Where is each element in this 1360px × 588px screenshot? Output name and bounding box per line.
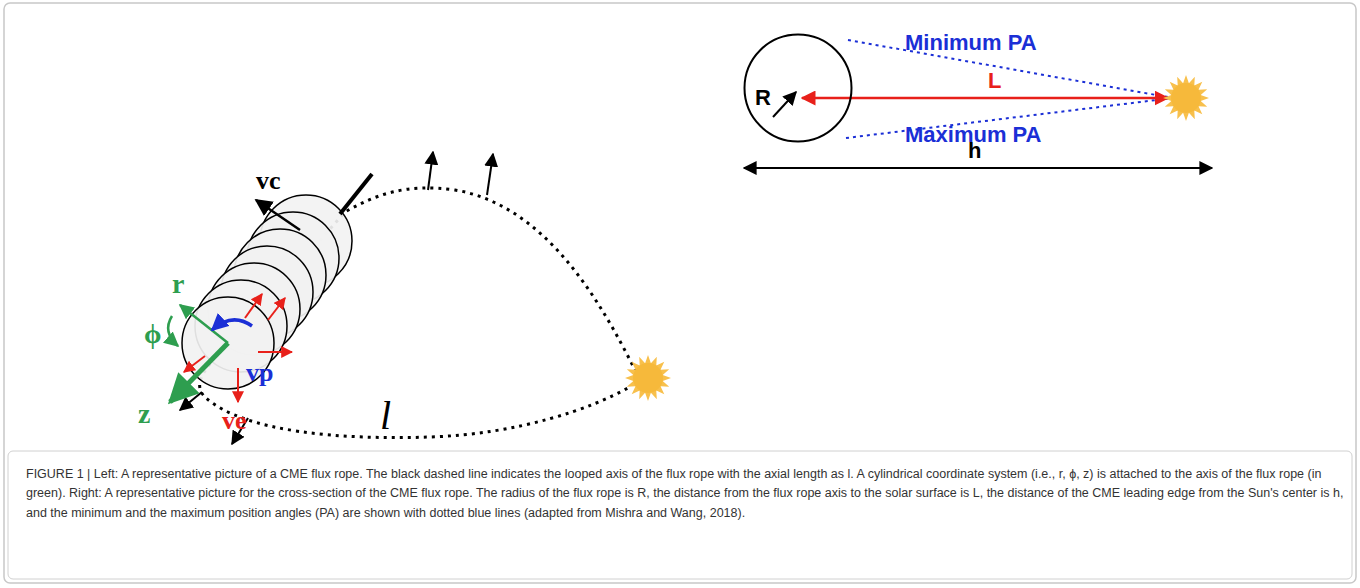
drawing-part: [268, 298, 285, 320]
drawing-part: [245, 294, 262, 318]
cross-section-circle: R: [743, 33, 853, 143]
distance-label: L: [988, 70, 1001, 92]
velocity-label: vp: [246, 360, 273, 386]
phi-arrow: [168, 316, 178, 346]
length-label: l: [380, 396, 391, 436]
vc-arrow: [256, 200, 300, 230]
figure-caption: FIGURE 1 | Left: A representative pictur…: [12, 455, 1358, 533]
expansion-arrow: [180, 392, 202, 410]
distance-label: h: [968, 140, 981, 162]
ve-arrows: [184, 294, 292, 402]
angle-label: Minimum PA: [905, 32, 1037, 54]
axis-label: ϕ: [144, 320, 161, 348]
sun-rays: [1163, 75, 1209, 121]
l-arrow: [802, 97, 1168, 100]
drawing-part: [258, 351, 292, 353]
h-arrow: [744, 167, 1212, 169]
circle-shape: [745, 35, 852, 142]
drawing-part: [237, 368, 239, 402]
axis-label: z: [138, 400, 150, 428]
velocity-label: vc: [256, 168, 281, 194]
axis-segment: [340, 174, 372, 214]
radius-arrow: [773, 92, 796, 117]
velocity-label: ve: [222, 408, 247, 434]
sun-rays: [625, 355, 671, 401]
z-axis: [170, 343, 228, 402]
expansion-arrow: [428, 152, 433, 190]
axis-label: r: [172, 270, 184, 298]
expansion-arrow: [487, 154, 493, 195]
sun-group: [625, 75, 1209, 401]
radius-label: R: [755, 87, 771, 109]
flux-rope-slices: [182, 195, 352, 389]
vp-arrow: [212, 320, 252, 330]
sun-disk: [1171, 83, 1201, 113]
sun-disk: [633, 363, 663, 393]
